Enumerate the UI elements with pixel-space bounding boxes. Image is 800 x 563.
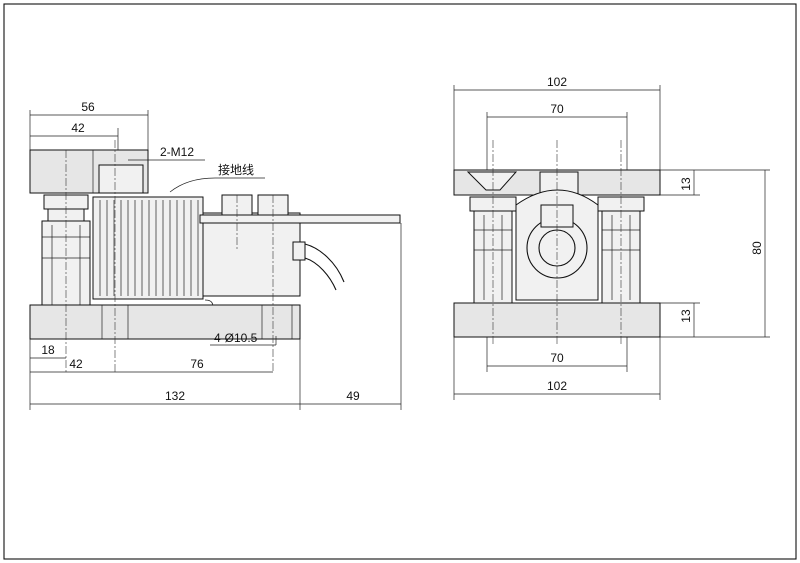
dim-13-bottom: 13 — [679, 309, 693, 323]
dim-132: 132 — [165, 389, 185, 403]
label-holes: 4-Ø10.5 — [214, 331, 258, 345]
end-top-cone — [466, 171, 518, 191]
label-thread: 2-M12 — [160, 145, 194, 159]
dim-49: 49 — [346, 389, 360, 403]
side-lever-bar — [199, 214, 401, 224]
dim-18: 18 — [41, 343, 55, 357]
drawing-border — [3, 3, 797, 560]
dim-102-bottom: 102 — [547, 379, 567, 393]
side-base-plate — [29, 304, 301, 340]
dim-102-top: 102 — [547, 75, 567, 89]
side-load-cell-body — [92, 196, 204, 300]
end-view: 102 70 13 80 13 70 102 — [453, 75, 770, 400]
side-sensor-block — [202, 212, 301, 297]
dim-13-top: 13 — [679, 177, 693, 191]
label-ground-wire: 接地线 — [218, 162, 254, 177]
dim-70-bottom: 70 — [550, 351, 564, 365]
side-fins — [99, 200, 199, 296]
dim-56: 56 — [81, 100, 95, 114]
side-cable-gland — [292, 241, 306, 261]
side-top-bolt — [98, 164, 144, 194]
side-cable — [304, 243, 345, 283]
dim-76: 76 — [190, 357, 204, 371]
dim-42-top: 42 — [71, 121, 85, 135]
dim-70-top: 70 — [550, 102, 564, 116]
side-view: 56 42 2-M12 接地线 4-Ø10.5 18 42 76 132 49 — [29, 100, 402, 410]
dim-80: 80 — [750, 241, 764, 255]
dim-42-bottom: 42 — [69, 357, 83, 371]
